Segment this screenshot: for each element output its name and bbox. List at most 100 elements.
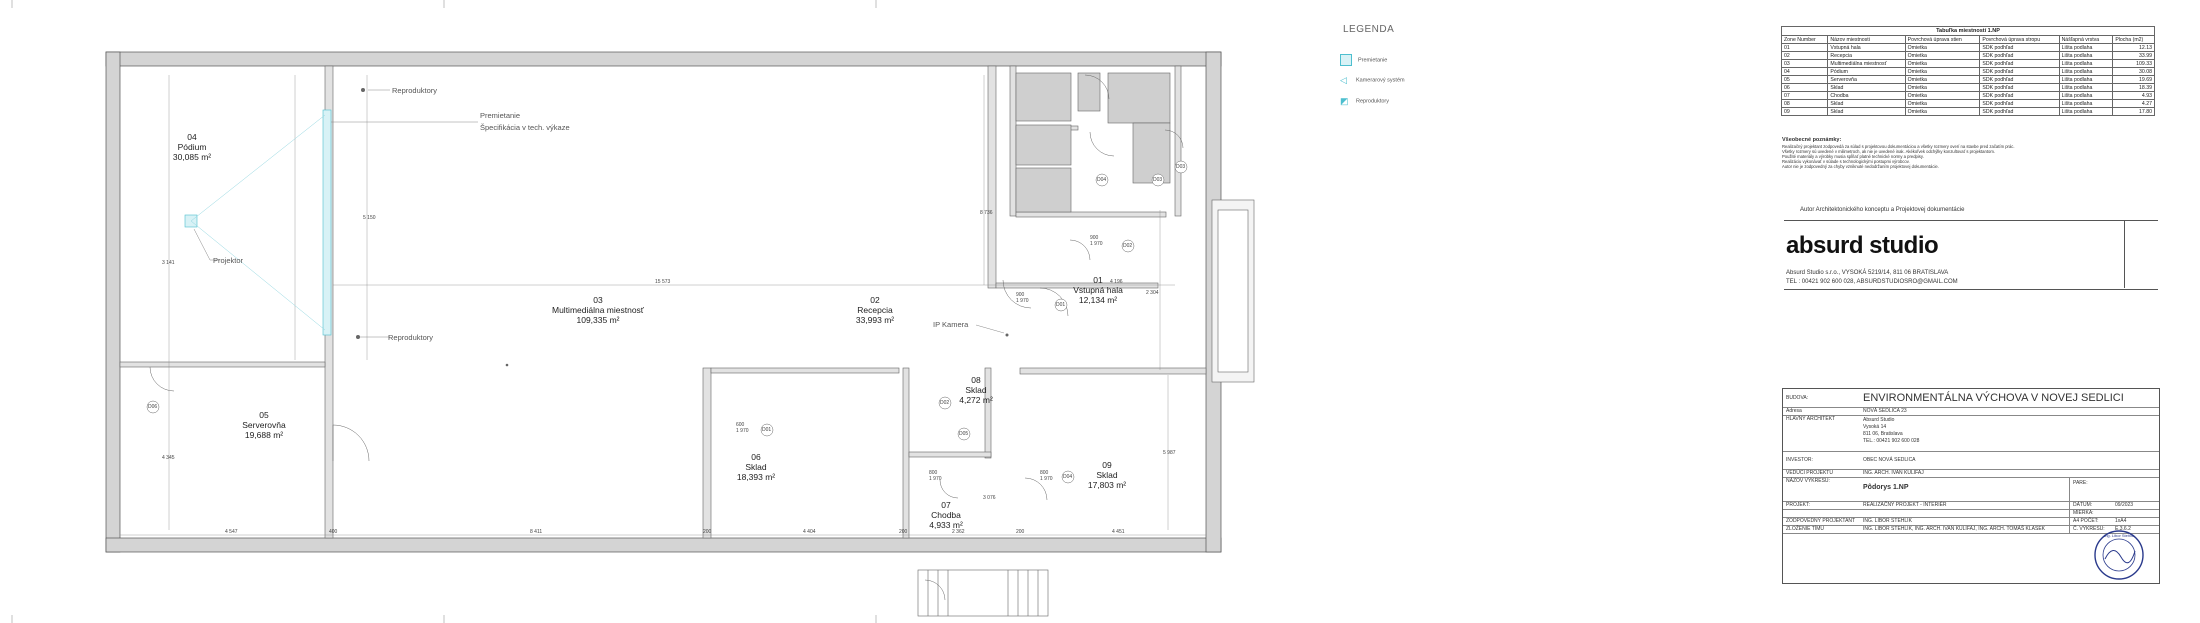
room-label-05: 05 Serverovňa 19,688 m²: [242, 410, 286, 440]
door-tag-text: D06: [148, 404, 158, 410]
table-cell: Lišta podlaha: [2058, 59, 2114, 68]
table-cell: 06: [1780, 83, 1829, 92]
dim-text: 3 141: [162, 260, 175, 266]
table-cell: Omietka: [1904, 59, 1981, 68]
tb-row-lead: VEDÚCI PROJEKTU ING. ARCH. IVAN KULIFAJ: [1783, 469, 2159, 478]
dim-text: 400: [329, 529, 338, 535]
table-cell: SDK podhľad: [1979, 67, 2060, 76]
legend-item-speaker: ◩Reproduktory: [1340, 96, 1390, 106]
table-cell: 4.93: [2112, 91, 2155, 100]
general-notes: Všeobecné poznámky: Realizačný projektan…: [1782, 137, 2154, 169]
dim-text: 4 345: [162, 455, 175, 461]
engineer-stamp: Ing. Libor Stehlik: [2094, 530, 2144, 580]
dim-text: 2 304: [1146, 290, 1159, 296]
tb-row-investor: INVESTOR: OBEC NOVÁ SEDLICA: [1783, 451, 2159, 470]
dim-text: 4 196: [1110, 279, 1123, 285]
dim-text: 5 987: [1163, 450, 1176, 456]
camera-icon: ◁: [1340, 75, 1347, 85]
table-cell: Lišta podlaha: [2058, 51, 2114, 60]
dim-text: 4 404: [803, 529, 816, 535]
room-label-09: 09 Sklad 17,803 m²: [1087, 460, 1127, 490]
table-cell: Omietka: [1904, 107, 1981, 116]
tb-row-drawing: NÁZOV VÝKRESU: Pôdorys 1.NP PARE:: [1783, 477, 2159, 502]
table-cell: Omietka: [1904, 99, 1981, 108]
table-cell: SDK podhľad: [1979, 43, 2060, 52]
dim-text: 4 451: [1112, 529, 1125, 535]
dim-text: 1 970: [1040, 476, 1053, 482]
note-line: Realizačný projektant zodpovedá za súlad…: [1782, 144, 2015, 149]
door-tags: [146, 160, 1188, 484]
legend-item-screening: Premietanie: [1340, 54, 1387, 66]
table-cell: SDK podhľad: [1979, 51, 2060, 60]
door-tag-text: D03: [1176, 164, 1186, 170]
legend-title: LEGENDA: [1343, 24, 1395, 35]
table-cell: Omietka: [1904, 75, 1981, 84]
table-cell: Lišta podlaha: [2058, 43, 2114, 52]
table-cell: Sklad: [1827, 107, 1906, 116]
dim-text: 3 076: [983, 495, 996, 501]
table-cell: Vstupná hala: [1827, 43, 1906, 52]
table-header: Zone Number: [1780, 35, 1829, 44]
table-cell: Lišta podlaha: [2058, 91, 2114, 100]
studio-logo: absurd studio: [1786, 232, 1939, 259]
tb-row-scale: MIERKA:: [1783, 509, 2159, 518]
table-cell: 33.99: [2112, 51, 2155, 60]
table-cell: 12.13: [2112, 43, 2155, 52]
tb-row-team: ZLOŽENIE TÍMU ING. LIBOR STEHLIK, ING. A…: [1783, 525, 2159, 534]
entrance-stairs: [917, 569, 1049, 617]
table-cell: 04: [1780, 67, 1829, 76]
table-cell: Omietka: [1904, 43, 1981, 52]
door-tag-text: D04: [1063, 474, 1073, 480]
table-cell: 05: [1780, 75, 1829, 84]
note-speakers-mid: Reproduktory: [388, 333, 434, 342]
dim-text: 1 970: [736, 428, 749, 434]
note-screening: Premietanie: [480, 111, 521, 120]
sheet-marks: [11, 0, 877, 623]
tb-row-responsible: ZODPOVEDNÝ PROJEKTANT ING. LIBOR STEHLIK…: [1783, 517, 2159, 526]
door-tag-text: D05: [959, 431, 969, 437]
table-header-row: Zone Number Názov miestnosti Povrchová ú…: [1780, 35, 2155, 44]
table-header: Povrchová úprava stropu: [1979, 35, 2060, 44]
table-cell: 08: [1780, 99, 1829, 108]
studio-address: Absurd Studio s.r.o., VYSOKÁ 5219/14, 81…: [1786, 270, 1949, 276]
table-header: Nášľapná vrstva: [2058, 35, 2114, 44]
room-label-06: 06 Sklad 18,393 m²: [736, 452, 776, 482]
drawing-name: Pôdorys 1.NP: [1863, 484, 1909, 491]
dim-text: 200: [899, 529, 908, 535]
table-cell: 19.69: [2112, 75, 2155, 84]
room-schedule-table: Tabuľka miestností 1.NP Zone Number Názo…: [1780, 26, 2155, 116]
dim-text: 900: [1090, 235, 1099, 241]
table-cell: SDK podhľad: [1979, 83, 2060, 92]
studio-block: absurd studio Absurd Studio s.r.o., VYSO…: [1784, 220, 2158, 290]
table-cell: 01: [1780, 43, 1829, 52]
tb-row-address: Adresa NOVÁ SEDLICA 23: [1783, 407, 2159, 416]
tb-row-architect: HLAVNÝ ARCHITEKT Absurd Studio Vysoká 14…: [1783, 415, 2159, 452]
sanitary-blocks: [1015, 72, 1255, 383]
table-cell: 17.80: [2112, 107, 2155, 116]
table-cell: SDK podhľad: [1979, 107, 2060, 116]
table-cell: 09: [1780, 107, 1829, 116]
dimension-lines: [120, 75, 1206, 536]
table-cell: 30.08: [2112, 67, 2155, 76]
table-cell: 03: [1780, 59, 1829, 68]
table-cell: Lišta podlaha: [2058, 99, 2114, 108]
room-label-08: 08 Sklad 4,272 m²: [959, 375, 993, 405]
door-tag-text: D01: [1056, 302, 1066, 308]
table-cell: Lišta podlaha: [2058, 67, 2114, 76]
door-tag-text: D03: [1153, 177, 1163, 183]
dim-text: 2 362: [952, 529, 965, 535]
dim-text: 8 411: [530, 529, 543, 535]
dim-text: 1 970: [1090, 241, 1103, 247]
annotation-leaders: [193, 89, 1005, 338]
table-cell: Serverovňa: [1827, 75, 1906, 84]
table-cell: Omietka: [1904, 67, 1981, 76]
tb-row-project: PROJEKT: REALIZAČNÝ PROJEKT - INTERIÉR D…: [1783, 501, 2159, 510]
note-line: Realizáciu vykonávať v súlade s technolo…: [1782, 159, 1910, 164]
screening-icon: [1340, 54, 1352, 66]
